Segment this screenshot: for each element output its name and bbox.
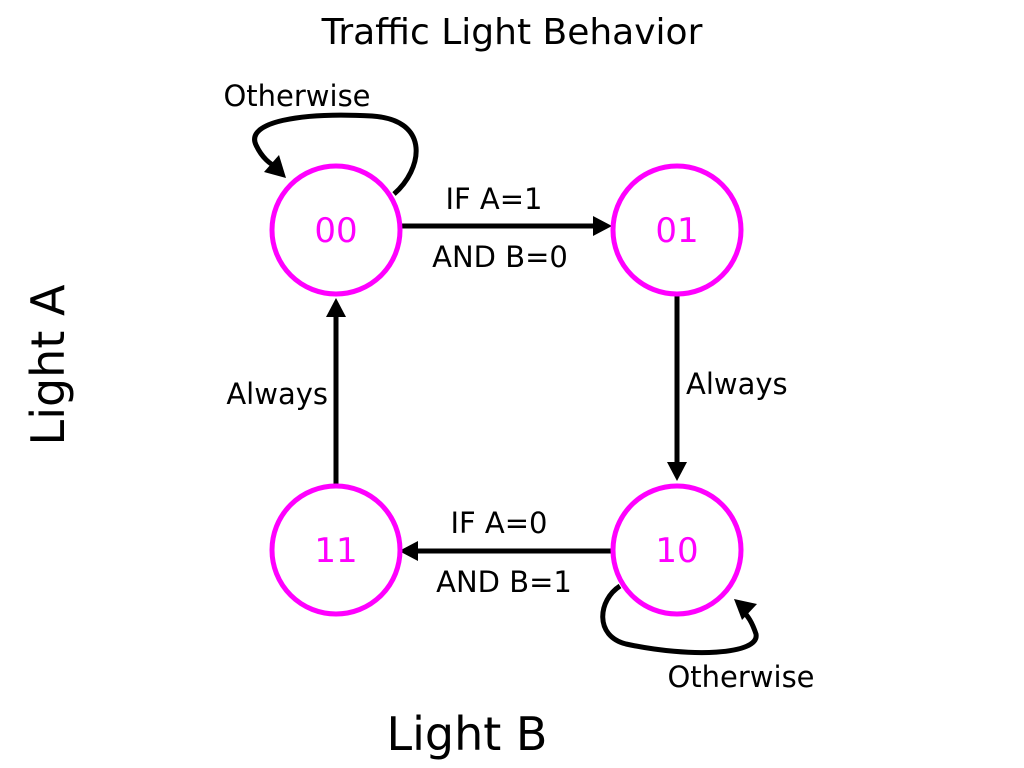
self-loop-00 (252, 112, 419, 196)
edge-10-to-11-arrowhead (399, 541, 418, 561)
self-loop-00-arrowhead (264, 155, 286, 178)
state-01: 01 (610, 163, 744, 297)
edge-00-to-01-condition-a: IF A=1 (445, 182, 542, 216)
self-loop-10-arrowhead (734, 599, 757, 620)
state-11: 11 (269, 483, 403, 617)
edge-10-to-11-condition-b: AND B=1 (436, 565, 572, 599)
edge-11-to-00-label: Always (226, 377, 328, 411)
state-11-circle (269, 483, 403, 617)
state-10-circle (610, 483, 744, 617)
edge-00-to-01-arrowhead (593, 216, 612, 236)
light-b-label: Light B (387, 707, 548, 761)
state-01-label: 01 (655, 211, 698, 251)
edge-11-to-00-arrowhead (326, 298, 346, 317)
edge-01-to-10-label: Always (686, 367, 788, 401)
state-10-label: 10 (655, 531, 698, 571)
state-10: 10 (610, 483, 744, 617)
edge-10-to-11-condition-a: IF A=0 (450, 506, 547, 540)
edge-00-to-01-condition-b: AND B=0 (432, 240, 568, 274)
state-11-label: 11 (314, 531, 357, 571)
diagram-title: Traffic Light Behavior (321, 12, 703, 53)
light-a-label: Light A (21, 284, 75, 445)
state-00-label: 00 (314, 211, 357, 251)
self-loop-00-label: Otherwise (223, 79, 370, 113)
state-00-circle (269, 163, 403, 297)
state-01-circle (610, 163, 744, 297)
state-00: 00 (269, 163, 403, 297)
self-loop-10 (600, 583, 759, 656)
edge-01-to-10-arrowhead (667, 462, 687, 481)
self-loop-10-label: Otherwise (667, 660, 814, 694)
